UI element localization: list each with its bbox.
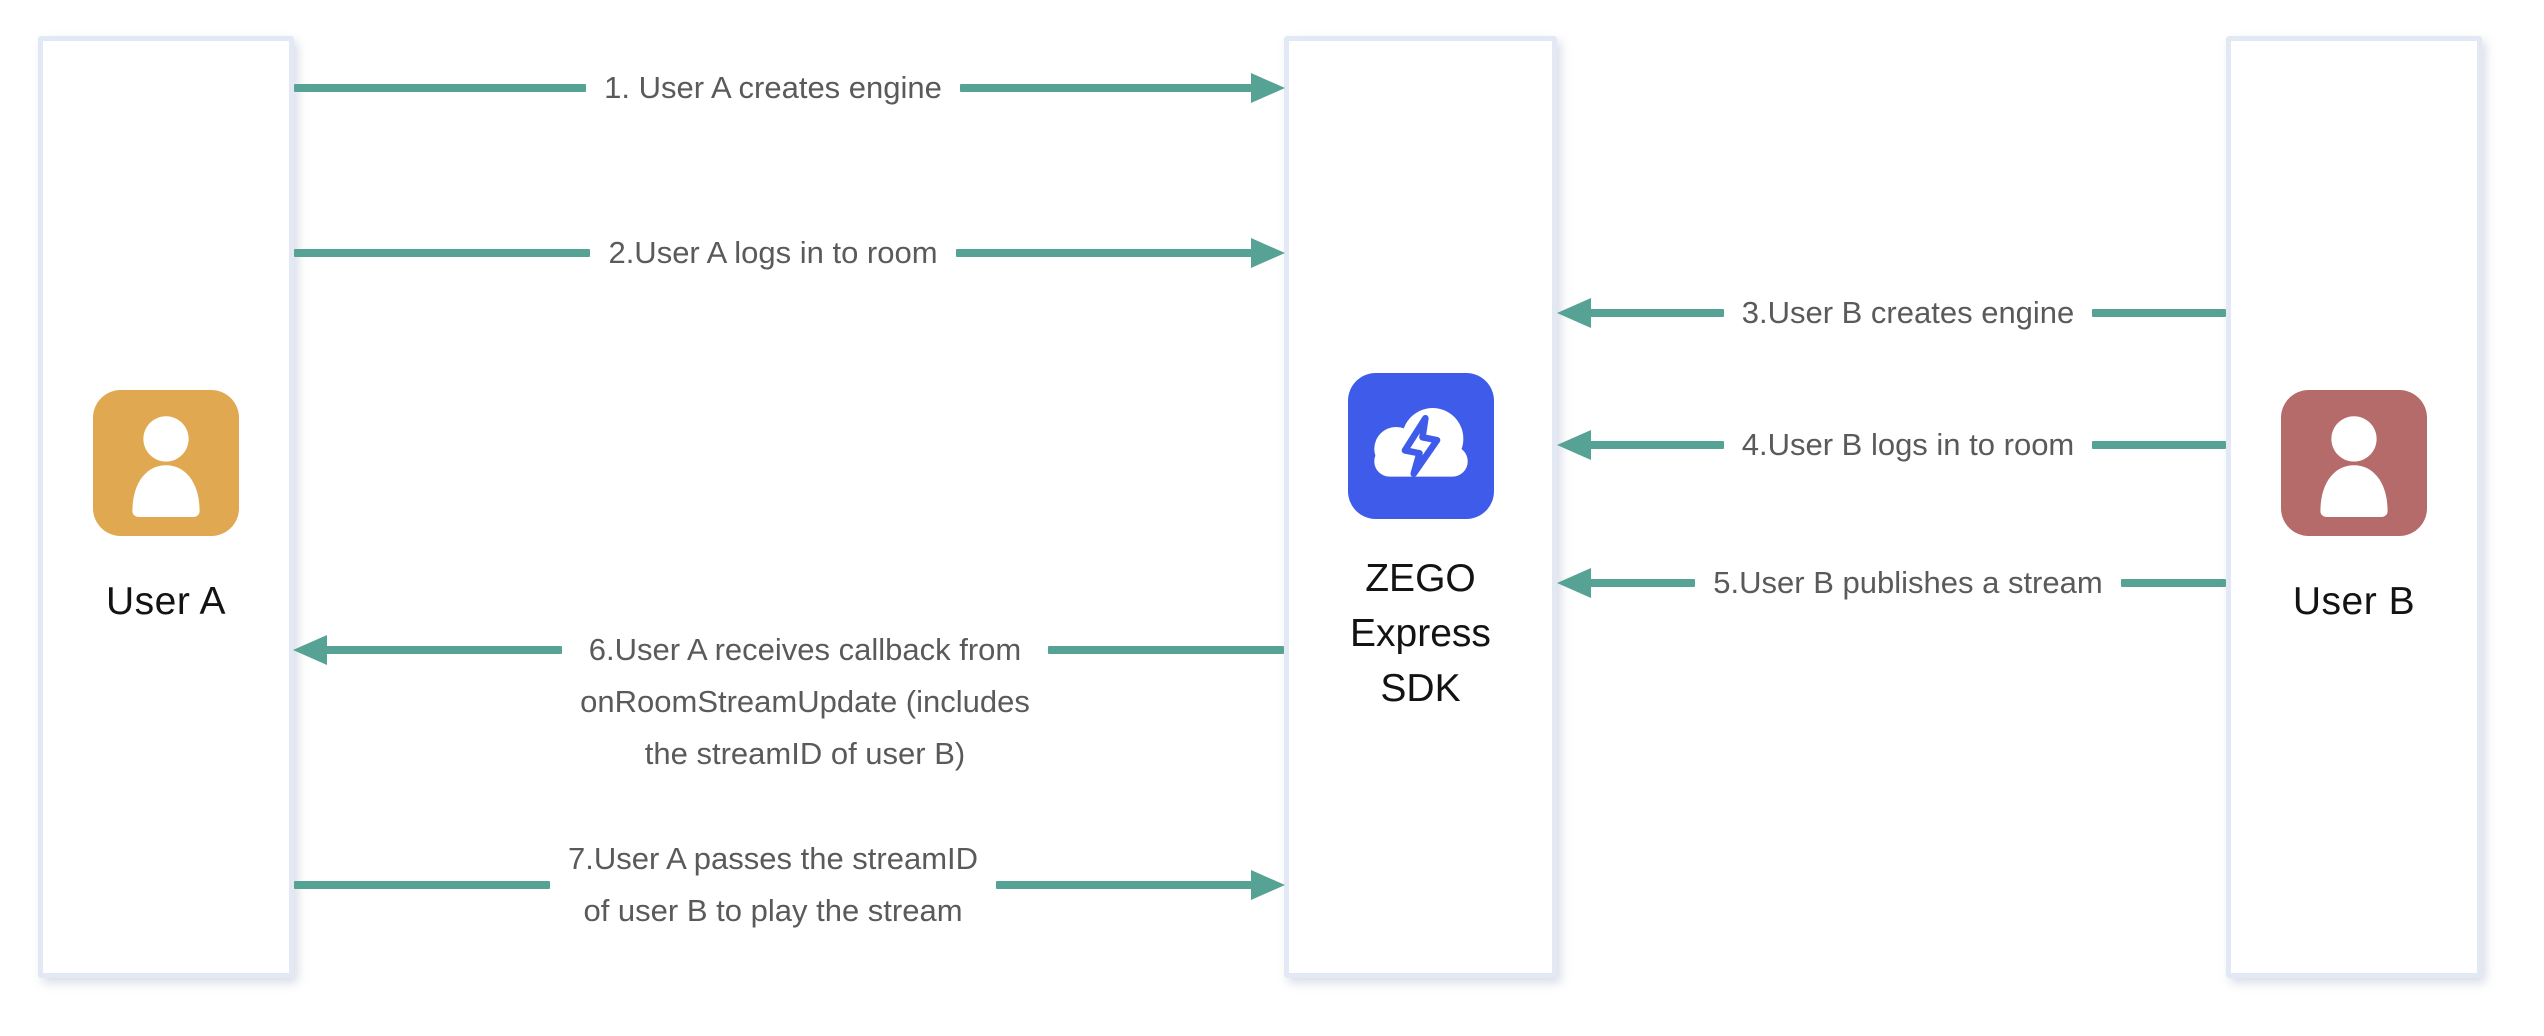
actor-label-sdk: ZEGO Express SDK [1350, 551, 1491, 716]
message-label-1: 1. User A creates engine [604, 70, 942, 105]
arrow-line [955, 238, 1286, 268]
arrow-line [293, 635, 563, 665]
message-label-6: 6.User A receives callback from onRoomSt… [562, 624, 1048, 780]
actor-box-sdk: ZEGO Express SDK [1284, 36, 1557, 978]
message-arrow-2: 2.User A logs in to room [294, 227, 1286, 279]
actor-content-user-b: User B [2281, 390, 2427, 624]
cloud-lightning-icon [1347, 372, 1494, 519]
arrowhead-left-icon [1557, 430, 1591, 460]
message-arrow-4: 4.User B logs in to room [1557, 419, 2226, 471]
message-label-6-line-2: onRoomStreamUpdate (includes [580, 684, 1030, 719]
message-arrow-5: 5.User B publishes a stream [1557, 557, 2226, 609]
message-arrow-7: 7.User A passes the streamID of user B t… [294, 833, 1286, 937]
arrow-line [2120, 579, 2226, 587]
sdk-label-line-2: Express [1350, 611, 1491, 655]
arrow-line [1557, 298, 1724, 328]
actor-box-user-b: User B [2226, 36, 2482, 978]
message-label-3: 3.User B creates engine [1741, 295, 2075, 330]
arrow-line [1557, 430, 1724, 460]
arrowhead-left-icon [1557, 298, 1591, 328]
message-arrow-6: 6.User A receives callback from onRoomSt… [293, 624, 1285, 780]
arrowhead-right-icon [1251, 870, 1286, 900]
message-label-5: 5.User B publishes a stream [1713, 565, 2103, 600]
message-label-7-line-2: of user B to play the stream [583, 893, 963, 928]
arrowhead-left-icon [1557, 568, 1591, 598]
actor-label-user-a: User A [105, 580, 227, 623]
actor-content-user-a: User A [93, 390, 239, 624]
arrow-line [1047, 646, 1285, 654]
arrow-line [1557, 568, 1696, 598]
arrow-line [294, 249, 591, 257]
message-arrow-3: 3.User B creates engine [1557, 287, 2227, 339]
message-label-4: 4.User B logs in to room [1741, 427, 2075, 462]
arrow-line [2092, 441, 2226, 449]
message-label-2: 2.User A logs in to room [608, 235, 938, 270]
message-arrow-1: 1. User A creates engine [294, 62, 1286, 114]
actor-label-user-b: User B [2292, 580, 2416, 623]
person-icon [2281, 390, 2427, 536]
arrowhead-left-icon [293, 635, 327, 665]
message-label-6-line-1: 6.User A receives callback from [588, 632, 1022, 667]
sdk-label-line-3: SDK [1380, 666, 1461, 710]
arrow-line [959, 73, 1286, 103]
message-label-7: 7.User A passes the streamID of user B t… [550, 833, 996, 937]
message-label-6-line-3: the streamID of user B) [644, 736, 966, 771]
sdk-label-line-1: ZEGO [1365, 556, 1476, 600]
arrowhead-right-icon [1251, 73, 1286, 103]
arrow-line [996, 870, 1286, 900]
actor-box-user-a: User A [38, 36, 294, 978]
arrow-line [2092, 309, 2227, 317]
message-label-7-line-1: 7.User A passes the streamID [567, 841, 979, 876]
person-icon [93, 390, 239, 536]
arrow-line [294, 881, 550, 889]
arrowhead-right-icon [1251, 238, 1286, 268]
actor-content-sdk: ZEGO Express SDK [1347, 372, 1494, 716]
arrow-line [294, 84, 587, 92]
